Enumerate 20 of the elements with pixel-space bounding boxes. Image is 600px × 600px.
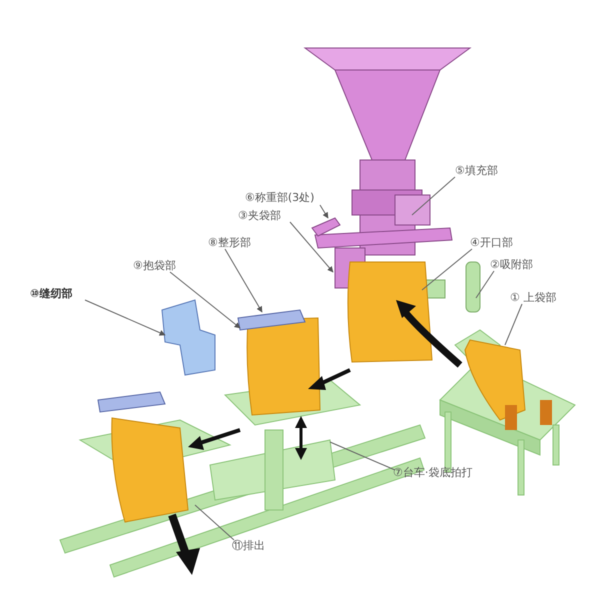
leader-line (422, 248, 472, 290)
part-label: ⑥称重部(3处) (245, 191, 314, 204)
leader-line (84, 300, 166, 336)
leader-line (330, 442, 396, 470)
leader-line (224, 248, 262, 313)
leader-line (412, 176, 456, 216)
leader-line (476, 270, 494, 298)
part-label: ⑪排出 (232, 539, 265, 552)
leader-line (290, 222, 334, 272)
part-label: ⑧整形部 (208, 236, 251, 249)
leader-line (170, 272, 240, 328)
part-label: ②吸附部 (490, 258, 533, 271)
part-label: ④开口部 (470, 236, 513, 249)
part-label: ⑨抱袋部 (133, 259, 176, 272)
part-label: ⑤填充部 (455, 164, 498, 177)
leader-line (504, 304, 522, 346)
leader-line (320, 204, 328, 218)
part-label: ③夹袋部 (238, 209, 281, 222)
part-label: ① 上袋部 (510, 291, 556, 304)
part-label: ⑩缝纫部 (30, 287, 72, 300)
